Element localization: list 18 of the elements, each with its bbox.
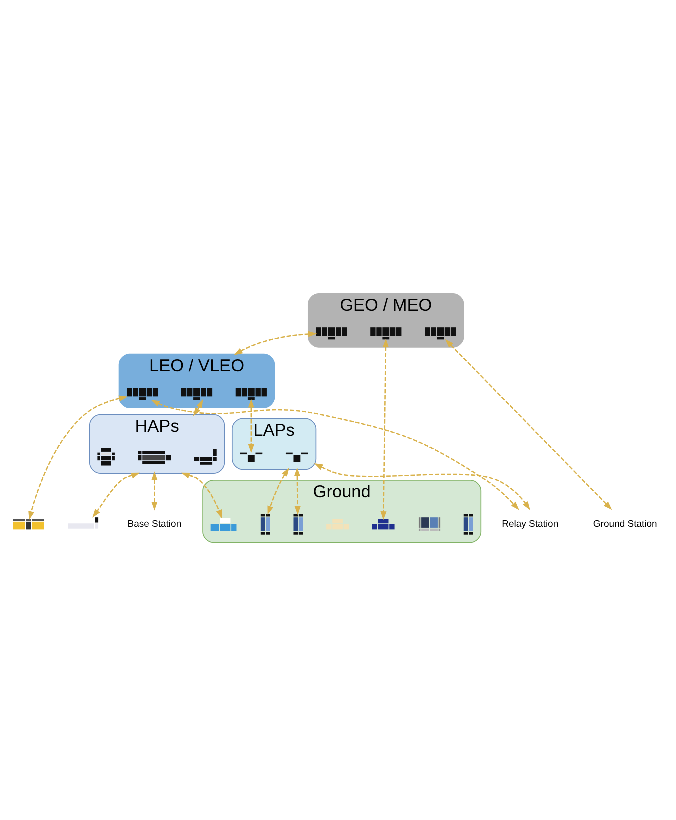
arrow xyxy=(151,400,520,510)
node-text: Relay Station xyxy=(502,518,559,530)
arrow xyxy=(294,467,301,515)
arrow xyxy=(234,330,318,355)
arrow xyxy=(314,463,530,510)
arrow xyxy=(193,398,204,416)
arrow xyxy=(92,472,140,518)
arrow xyxy=(248,398,254,453)
cluster: HAPs xyxy=(89,414,226,474)
node-text: Base Station xyxy=(128,518,182,530)
arrow xyxy=(380,338,389,520)
arrow xyxy=(181,472,222,518)
arrow xyxy=(152,471,158,510)
arrow xyxy=(268,468,290,514)
node-text: Ground Station xyxy=(593,518,658,530)
arrow xyxy=(445,338,612,510)
cluster: LAPs xyxy=(232,418,317,470)
cluster: Ground xyxy=(202,480,482,543)
